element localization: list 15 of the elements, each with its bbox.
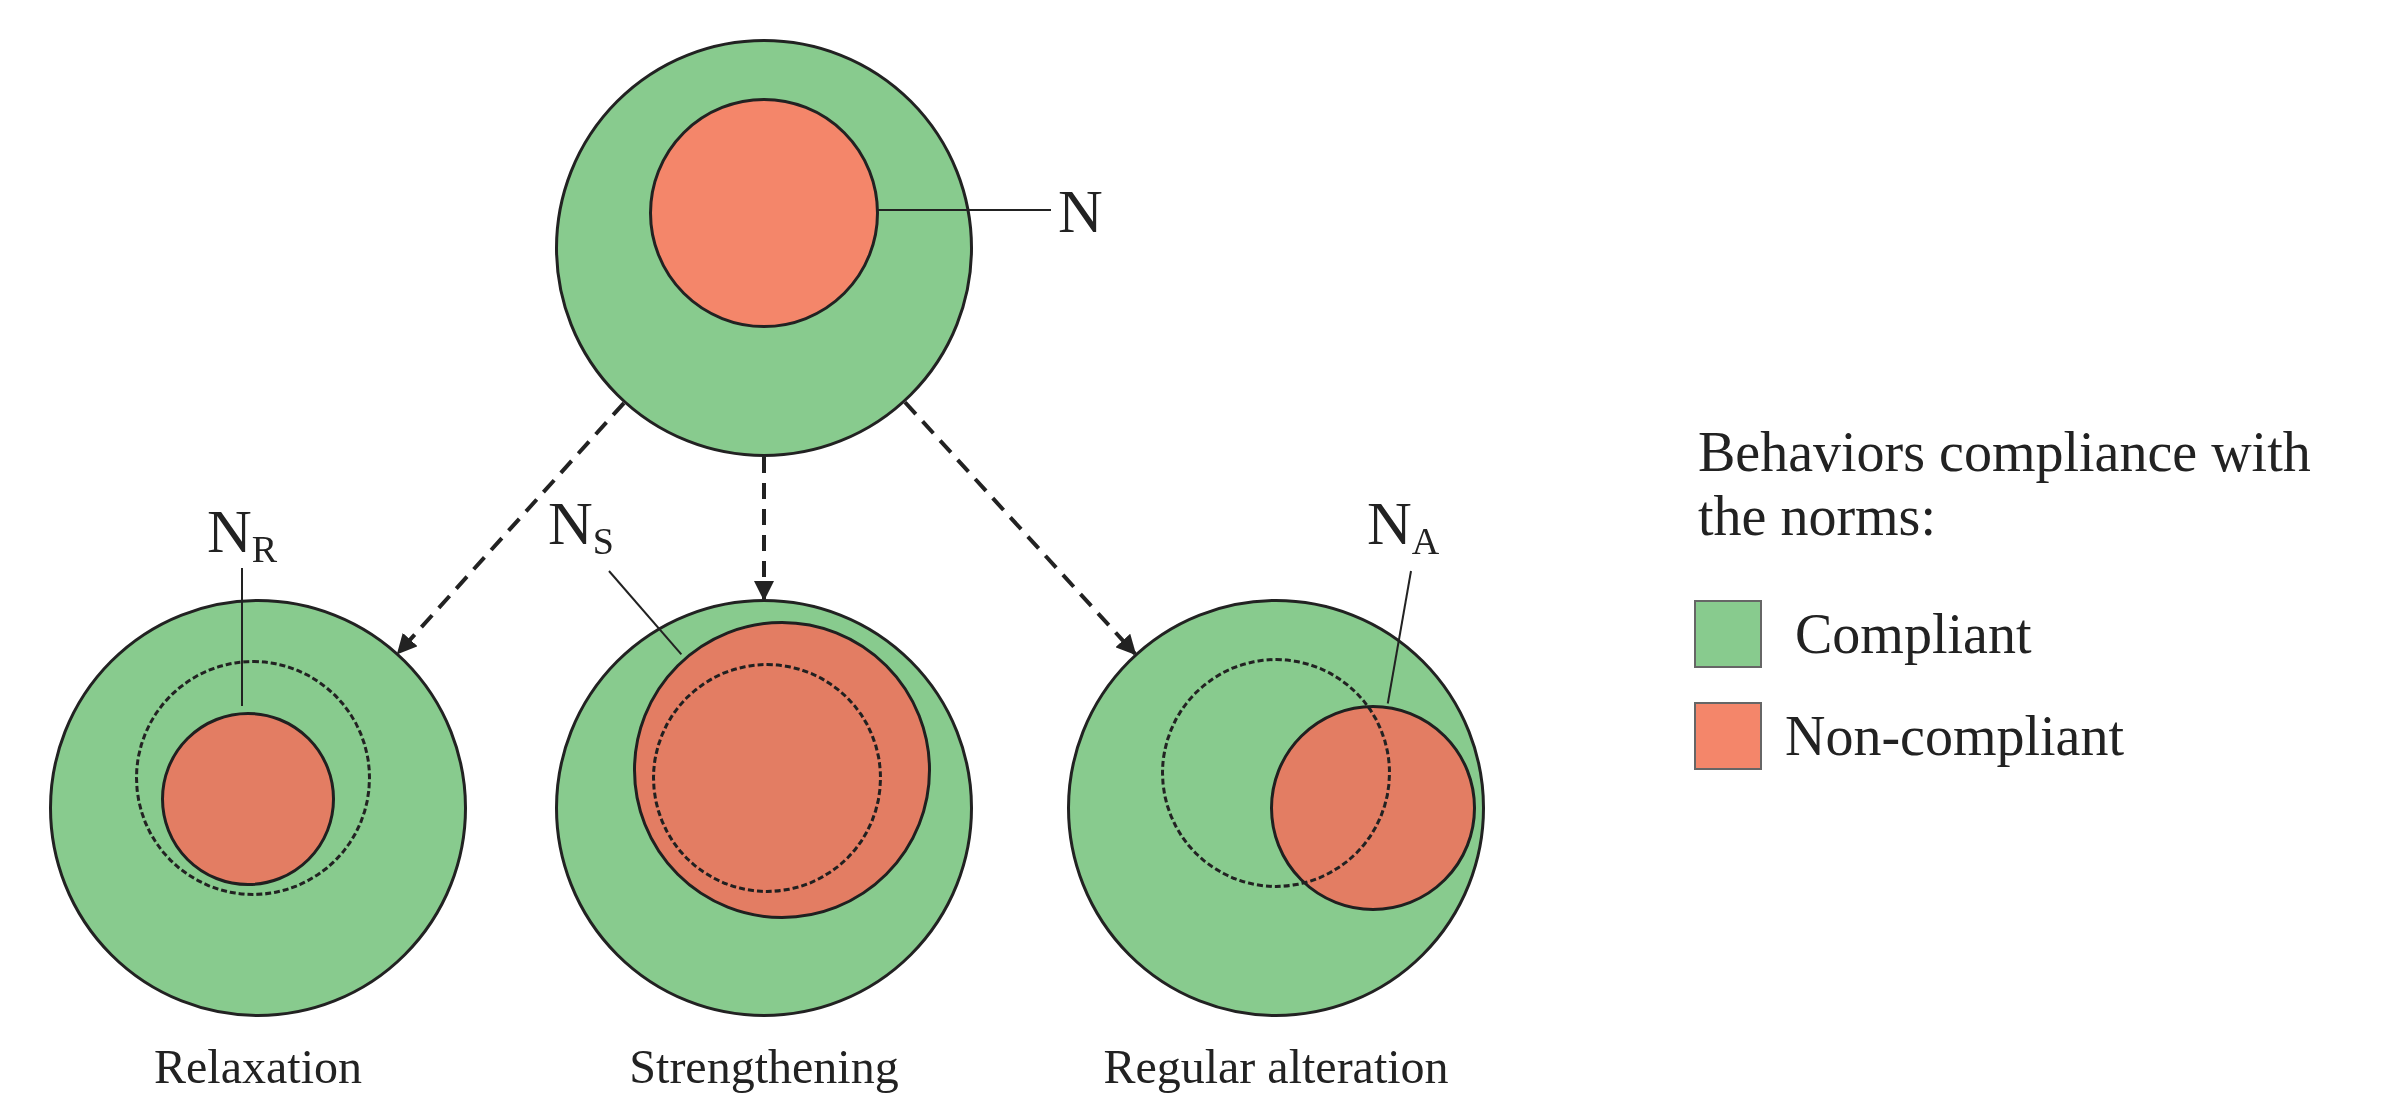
leader-line (1386, 570, 1412, 705)
arrow (754, 457, 774, 601)
node-label: Strengthening (629, 1039, 899, 1094)
arrow (396, 401, 626, 655)
dashed-circle (652, 663, 882, 893)
leader-line (608, 570, 683, 656)
node-label: Relaxation (154, 1039, 362, 1094)
variable-label: N (1058, 180, 1103, 242)
legend-title: Behaviors compliance with the norms: (1698, 420, 2312, 549)
arrow (903, 400, 1137, 656)
variable-label: N$_{R}$ (207, 500, 278, 568)
variable-label: N$_{S}$ (548, 492, 614, 560)
node-label: Regular alteration (1103, 1039, 1449, 1094)
variable-label: N$_{A}$ (1367, 492, 1440, 560)
dashed-circle (135, 660, 371, 896)
